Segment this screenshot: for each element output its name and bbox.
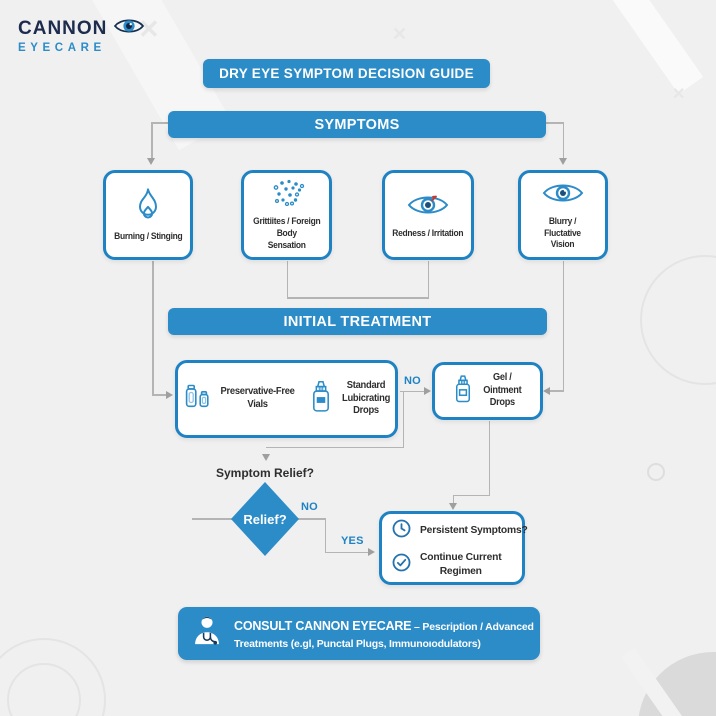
treatment-label: Standard Lubicrating Drops [342,379,391,417]
connector-symptoms-left-h [151,122,169,124]
connector-diamond-right [297,518,326,520]
connector-gel-down [488,421,490,496]
logo-wordmark-eyecare: EYECARE [18,42,106,54]
connector-grit-redness-bracket [286,297,429,299]
connector-gel-down2 [452,494,454,506]
decor-stripe-top-right [586,0,704,95]
connector-gel-left [452,494,490,496]
arrowhead-into-gel-left [424,387,431,395]
consult-subtitle: – Pescription / Advanced [411,620,534,633]
symptom-box-blurry: Blurry / Fluctative Vision [518,170,608,260]
logo-wordmark-cannon: CANNON [18,17,108,39]
brand-logo: CANNON EYECARE [18,16,145,54]
decor-x-3: ✕ [672,86,686,103]
outcome-label: Persistent Symptoms? [420,525,528,537]
label-no-diamond: NO [301,501,318,513]
symptom-label: Redness / Irritation [392,227,464,238]
gel-label: Gel / Ointment Drops [483,371,522,409]
section-initial-treatment: INITIAL TREATMENT [168,308,547,335]
consult-text: CONSULT CANNON EYECARE – Pescription / A… [234,615,534,652]
decor-x-2: ✕ [392,24,408,44]
check-circle-icon [391,552,412,578]
section-symptoms: SYMPTOMS [168,111,546,138]
symptom-label: Grittiites / Foreign Body Sensation [252,216,321,250]
lubricating-drops-bottle-icon [308,380,334,418]
consult-line2: Treatments (e.gl, Punctal Plugs, Immunoı… [234,638,481,651]
question-symptom-relief: Symptom Relief? [215,466,314,480]
outcome-row-persistent: Persistent Symptoms? [391,518,528,544]
preservative-free-vials-icon [182,382,212,417]
blurry-eye-icon [542,179,584,211]
decor-x-1: ✕ [138,14,160,44]
connector-no-to-gel [400,390,425,392]
arrowhead-to-blurry [558,158,567,165]
connector-symptoms-left-v [151,122,153,160]
outcome-label: Continue Current Regimen [420,552,502,577]
label-yes: YES [341,535,364,547]
connector-no-branch-down [402,392,404,448]
decision-diamond-relief: Relief? [231,482,299,556]
outcome-box: Persistent Symptoms? Continue Current Re… [379,511,528,585]
symptom-label: Burning / Stinging [113,231,183,242]
initial-treatment-box: Preservative-Free Vials Standard Lubicra… [175,360,398,438]
connector-grit-down [286,261,288,298]
connector-to-relief-h [266,446,404,448]
treatment-label: Preservative-Free Vials [220,386,295,410]
arrowhead-to-burning [147,158,155,165]
arrowhead-into-vials-box [166,390,173,399]
logo-eye-icon [113,16,145,41]
doctor-icon [190,613,224,654]
symptom-label: Blurry / Fluctative Vision [544,215,582,250]
symptom-box-grittiness: Grittiites / Foreign Body Sensation [241,170,332,260]
page-title: DRY EYE SYMPTOM DECISION GUIDE [203,59,490,88]
consult-banner: CONSULT CANNON EYECARE – Pescription / A… [178,607,540,660]
connector-burning-down [152,261,154,395]
flame-icon [132,187,164,226]
connector-symptoms-right-v [562,122,564,160]
grit-particles-icon [268,178,306,211]
treatment-item-lubricating-drops: Standard Lubicrating Drops [308,380,391,418]
connector-symptoms-right-h [546,122,564,124]
ointment-drops-bottle-icon [452,374,474,409]
connector-left-stub-to-diamond [192,518,232,520]
connector-redness-down [427,261,429,298]
decor-ring-small-right [647,463,665,481]
gel-ointment-box: Gel / Ointment Drops [432,362,543,420]
arrowhead-into-outcome-top [448,503,457,510]
consult-title: CONSULT CANNON EYECARE [234,618,412,633]
diamond-label: Relief? [243,511,287,527]
clock-icon [391,518,412,544]
symptom-box-redness: Redness / Irritation [382,170,474,260]
arrowhead-into-outcome-left [368,548,375,556]
treatment-item-vials: Preservative-Free Vials [182,382,296,417]
red-eye-icon [407,191,449,223]
arrowhead-to-symptom-relief [262,454,270,461]
symptom-box-burning: Burning / Stinging [103,170,193,260]
decor-ring-right [640,255,716,385]
outcome-row-continue: Continue Current Regimen [391,551,513,578]
connector-blurry-down [562,261,564,391]
label-no-initial: NO [404,375,421,387]
connector-blurry-into-gel [549,390,564,392]
arrowhead-into-gel-right [543,386,550,395]
connector-diamond-down [324,518,326,553]
connector-yes-h [324,551,371,553]
connector-burning-into-treatment [152,394,167,396]
